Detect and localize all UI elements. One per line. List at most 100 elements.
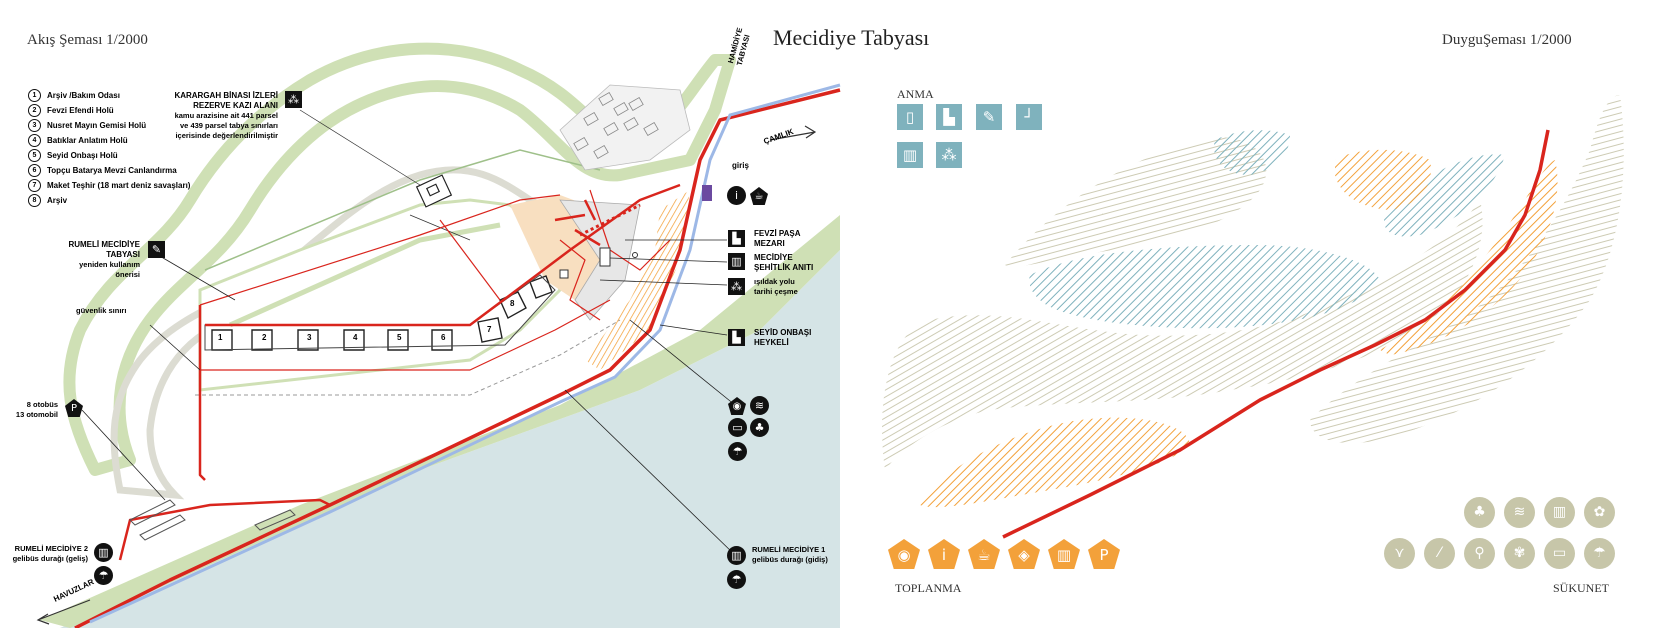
sign-icon: ✎ <box>976 104 1002 130</box>
flow-route <box>74 88 841 628</box>
legend-number: 3 <box>28 119 41 132</box>
durak2-label: RUMELİ MECİDİYE 2 gelibüs durağı (geliş) <box>12 544 88 563</box>
fence-icon: ▥ <box>1544 497 1575 528</box>
monument-icon: ▯ <box>897 104 923 130</box>
isildak-label: ışıldak yolu tarihi çeşme <box>754 277 798 296</box>
legend-label: Arşiv <box>47 196 68 205</box>
plant-icon: ✿ <box>1584 497 1615 528</box>
flower-pot-icon: ✾ <box>1504 538 1535 569</box>
legend-label: Topçu Batarya Mevzi Canlandırma <box>47 166 177 175</box>
legend-label: Arşiv /Bakım Odası <box>47 91 120 100</box>
memorial-icon: ▥ <box>728 253 745 270</box>
bus-stop-icon: ▥ <box>727 546 746 565</box>
legend-number: 7 <box>28 179 41 192</box>
fountain-icon: ⁂ <box>728 278 745 295</box>
durak1-label: RUMELİ MECİDİYE 1 gelibüs durağı (gidiş) <box>752 545 828 564</box>
right-subtitle: DuyguŞeması 1/2000 <box>1442 32 1572 48</box>
grave-icon: ┘ <box>1016 104 1042 130</box>
havuzlar-arrow <box>36 599 91 625</box>
giris-label: giriş <box>732 161 749 170</box>
entry-marker <box>702 185 712 201</box>
bus-stop-structure <box>129 499 296 541</box>
legend-item: 6 Topçu Batarya Mevzi Canlandırma <box>28 163 190 178</box>
parking-spots <box>573 91 659 160</box>
page-title: Mecidiye Tabyası <box>773 25 930 50</box>
bird-icon: ⋎ <box>1384 538 1415 569</box>
dashed-boundary <box>195 319 621 396</box>
legend-number: 4 <box>28 134 41 147</box>
statue-icon: ▙ <box>728 329 745 346</box>
coastal-green <box>40 215 840 628</box>
toplanma-zone-right <box>1380 160 1558 355</box>
bicycle-icon: ⚲ <box>1464 538 1495 569</box>
sukunet-zone-top <box>1005 137 1267 267</box>
leader-line <box>299 109 421 186</box>
anma-zone-right <box>1384 154 1505 237</box>
fountain-icon: ⁂ <box>285 91 302 108</box>
umbrella-icon: ☂ <box>94 566 113 585</box>
green-path <box>204 149 601 271</box>
fevzi-icon: ▙ <box>728 230 745 247</box>
slope-hatch <box>585 190 690 370</box>
anma-zone-top <box>1214 130 1290 175</box>
sign-icon: ✎ <box>148 241 165 258</box>
sukunet-zone-main <box>882 200 1483 470</box>
legend-label: Nusret Mayın Gemisi Holü <box>47 121 147 130</box>
karargah-building <box>415 174 453 208</box>
monument-box <box>599 247 611 267</box>
sea-area <box>60 250 840 628</box>
bastion-row <box>211 275 553 351</box>
legend-number: 1 <box>28 89 41 102</box>
green-path <box>228 222 501 328</box>
legend-number: 5 <box>28 149 41 162</box>
toplanma-zone-top <box>1335 149 1431 210</box>
building-number: 5 <box>397 333 402 342</box>
bench-icon: ▭ <box>1544 538 1575 569</box>
sukunet-zone-right <box>1310 95 1624 444</box>
legend-item: 8 Arşiv <box>28 193 190 208</box>
karargah-label: KARARGAH BİNASI İZLERİ REZERVE KAZI ALAN… <box>174 91 278 140</box>
rumeli-tabya-label: RUMELİ MECİDİYE TABYASI yeniden kullanım… <box>68 240 140 279</box>
sukunet-label: SÜKUNET <box>1553 581 1609 595</box>
bus-stop-icon: ▥ <box>94 543 113 562</box>
legend-number: 6 <box>28 164 41 177</box>
mecidiye-label: MECİDİYE ŞEHİTLİK ANITI <box>754 253 814 272</box>
trees-icon: ♣ <box>1464 497 1495 528</box>
building-number: 1 <box>218 333 223 342</box>
legend-number: 8 <box>28 194 41 207</box>
building-number: 2 <box>262 333 267 342</box>
statue-icon: ▙ <box>936 104 962 130</box>
legend-item: 3 Nusret Mayın Gemisi Holü <box>28 118 190 133</box>
legend-label: Seyid Onbaşı Holü <box>47 151 118 160</box>
anma-zone-middle <box>1029 245 1380 329</box>
umbrella-icon: ☂ <box>1584 538 1615 569</box>
umbrella-icon: ☂ <box>728 442 747 461</box>
legend-item: 1 Arşiv /Bakım Odası <box>28 88 190 103</box>
legend-number: 2 <box>28 104 41 117</box>
camlik-arrow <box>769 125 817 141</box>
building-number: 8 <box>510 299 515 308</box>
trees-icon: ♣ <box>750 418 769 437</box>
statue-point <box>632 252 638 258</box>
meeting-point-icon: ◉ <box>728 397 746 415</box>
dotted-route <box>579 203 641 237</box>
fountain-box <box>559 269 569 279</box>
water-icon: ≋ <box>1504 497 1535 528</box>
bench-icon: ▭ <box>728 418 747 437</box>
toplanma-zone-bottom <box>920 417 1190 508</box>
water-icon: ≋ <box>750 396 769 415</box>
emotion-route <box>1002 129 1550 539</box>
grass-icon: ⁄ <box>1424 538 1455 569</box>
guvenlik-label: güvenlik sınırı <box>76 306 127 315</box>
legend-item: 5 Seyid Onbaşı Holü <box>28 148 190 163</box>
memorial-wall-icon: ▥ <box>897 142 923 168</box>
inner-road <box>110 166 567 500</box>
shore-walk <box>89 83 841 624</box>
fevzi-label: FEVZİ PAŞA MEZARI <box>754 229 801 248</box>
cafe-icon: ☕ <box>750 187 768 205</box>
